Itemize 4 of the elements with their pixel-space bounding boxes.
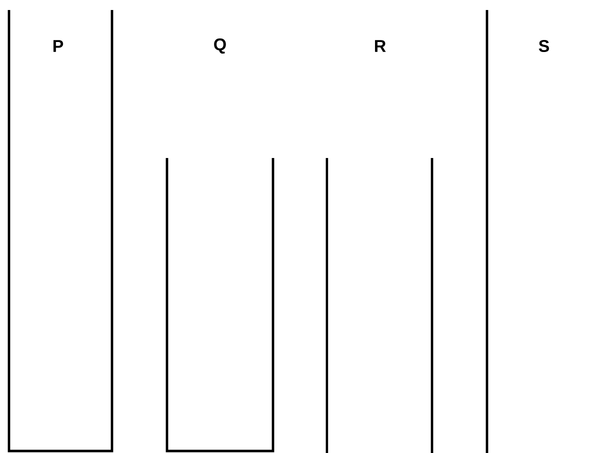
label: S — [538, 40, 550, 52]
label: Q — [214, 38, 226, 54]
label: R — [375, 40, 386, 52]
label: P — [53, 40, 64, 52]
